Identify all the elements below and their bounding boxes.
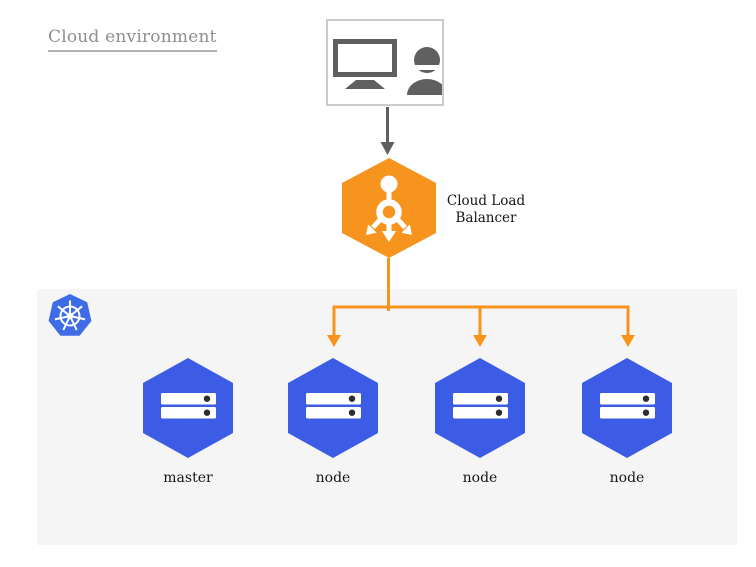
node-label-3: node [609, 470, 645, 486]
helm-wheel-icon [54, 300, 86, 331]
node-label-master: master [163, 470, 213, 486]
node-hexagon-master [143, 358, 233, 458]
arrowhead [327, 335, 341, 347]
workstation-to-lb-arrow [380, 107, 395, 155]
workstation-user-icon [333, 39, 447, 95]
kubernetes-logo-icon [48, 294, 92, 336]
node-hexagon-3 [582, 358, 672, 458]
workstation-box [326, 19, 447, 106]
arrowhead [473, 335, 487, 347]
node-hexagon-2 [435, 358, 525, 458]
lb-to-nodes-connector [327, 258, 635, 347]
server-icon [306, 393, 361, 419]
server-icon [453, 393, 508, 419]
node-label-1: node [315, 470, 351, 486]
load-balancer-hexagon [342, 158, 436, 258]
node-label-2: node [462, 470, 498, 486]
user-icon [407, 47, 447, 95]
load-balancer-label: Cloud Load Balancer [441, 193, 531, 227]
cloud-environment-label: Cloud environment [48, 27, 217, 52]
server-icon [600, 393, 655, 419]
arrowhead [380, 142, 395, 155]
monitor-icon [333, 39, 397, 89]
server-icon [161, 393, 216, 419]
load-balancer-icon [366, 175, 412, 242]
load-balancer-label-line1: Cloud Load [446, 193, 526, 209]
node-hexagon-1 [288, 358, 378, 458]
load-balancer-label-line2: Balancer [455, 210, 517, 226]
arrowhead [621, 335, 635, 347]
